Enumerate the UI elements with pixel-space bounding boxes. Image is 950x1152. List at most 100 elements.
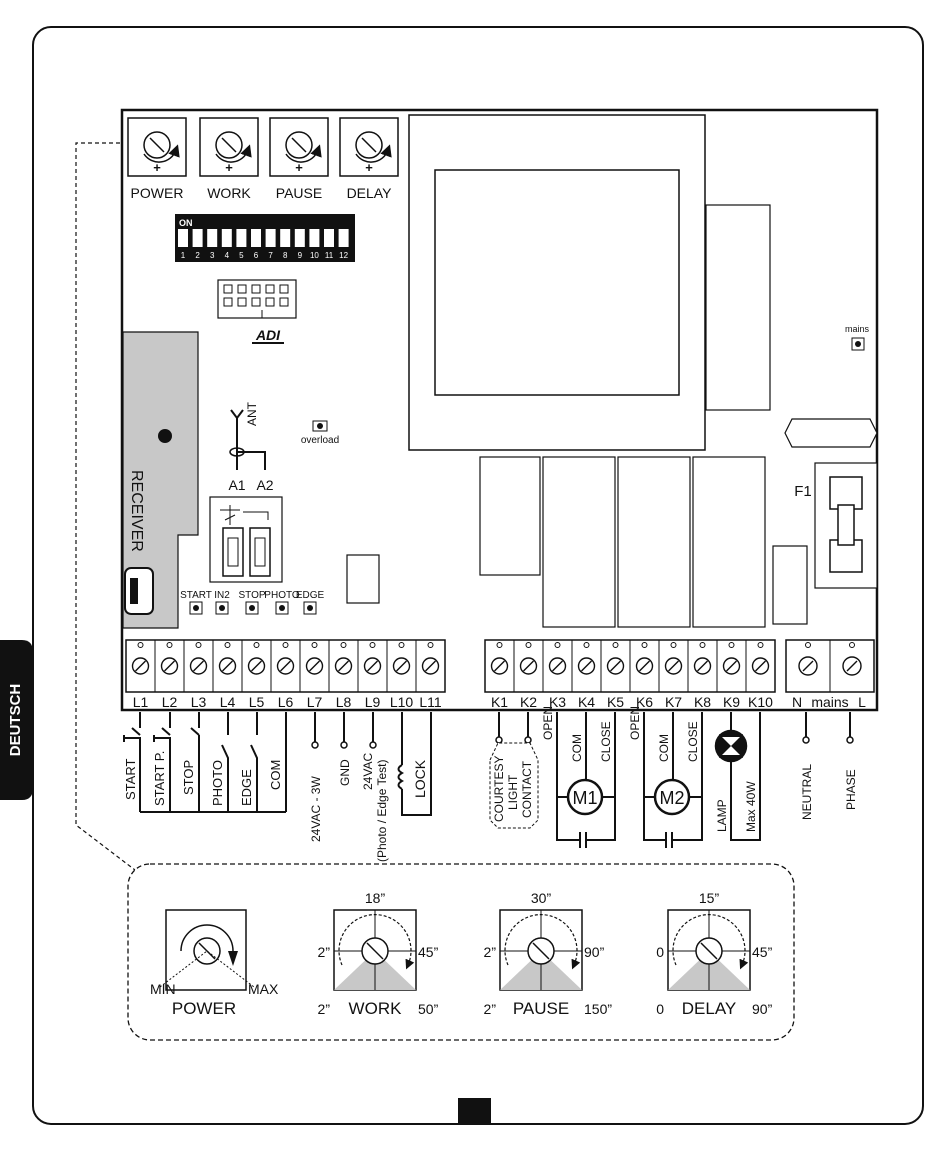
trimmer-power[interactable]: + POWER <box>127 117 187 201</box>
wire-photo: PHOTO <box>210 760 225 806</box>
dip-number: 6 <box>254 251 259 260</box>
dial-min-value: 2” <box>484 1001 497 1017</box>
trimmer-row: + POWER + WORK + PAUSE + DELAY <box>127 117 399 201</box>
courtesy-light-contact: COURTESY LIGHT CONTACT <box>489 712 539 829</box>
terminal-label: K2 <box>520 694 537 710</box>
power-min: MIN <box>150 981 176 997</box>
dial-top-value: 30” <box>531 890 552 906</box>
terminal-label: L9 <box>365 694 381 710</box>
wire-gnd: GND <box>338 759 352 786</box>
terminal-label: K5 <box>607 694 624 710</box>
dip-number: 11 <box>325 251 334 260</box>
dial-label: DELAY <box>682 999 737 1018</box>
relay <box>692 456 766 628</box>
motor-m2-wiring <box>643 712 703 848</box>
dip-key[interactable] <box>280 229 291 247</box>
legend-pause: 30”2”90”2”150”PAUSE <box>484 890 613 1018</box>
dip-key[interactable] <box>207 229 218 247</box>
fuse-holder: F1 <box>794 462 878 589</box>
transformer-core <box>434 169 680 396</box>
fuse-label: F1 <box>794 483 812 500</box>
led-label: EDGE <box>296 590 325 601</box>
terminal-label: L4 <box>220 694 236 710</box>
m2-com: COM <box>657 734 671 762</box>
page-marker <box>458 1098 491 1124</box>
legend-power: MIN MAX POWER <box>150 909 279 1018</box>
svg-text:+: + <box>365 160 373 175</box>
m2-open: OPEN <box>628 706 642 740</box>
relay <box>617 456 691 628</box>
dip-key[interactable] <box>178 229 188 247</box>
dip-key[interactable] <box>265 229 276 247</box>
relay <box>542 456 616 628</box>
trimmer-delay[interactable]: + DELAY <box>339 117 399 201</box>
language-tab: DEUTSCH <box>0 640 33 800</box>
dial-min-value: 0 <box>656 1001 664 1017</box>
dial-right-value: 45” <box>752 944 773 960</box>
trimmer-label: DELAY <box>347 185 393 201</box>
dial-top-value: 18” <box>365 890 386 906</box>
wire-lock: LOCK <box>412 759 428 798</box>
terminal-label: K10 <box>748 694 773 710</box>
dip-key[interactable] <box>192 229 203 247</box>
trimmer-label: WORK <box>207 185 251 201</box>
relay-small <box>772 545 808 625</box>
dial-left-value: 2” <box>484 944 497 960</box>
wire-l9: 24VAC <box>361 753 375 790</box>
adi-pin <box>223 284 233 294</box>
motor-m2: M2 <box>659 788 684 808</box>
dip-number: 2 <box>195 251 200 260</box>
relay <box>479 456 541 576</box>
dip-key[interactable] <box>236 229 247 247</box>
courtesy-text: CONTACT <box>520 760 534 818</box>
dip-key[interactable] <box>251 229 261 247</box>
wire-start: START <box>123 759 138 800</box>
terminal-label: L <box>858 694 866 710</box>
dial-max-value: 90” <box>752 1001 773 1017</box>
adi-pin <box>237 284 247 294</box>
trimmer-work[interactable]: + WORK <box>199 117 259 201</box>
lamp-wiring <box>714 712 761 841</box>
trimmer-legend <box>127 863 795 1041</box>
motor-m1-wiring <box>556 712 616 848</box>
adi-pin <box>265 297 275 307</box>
led-label: IN2 <box>214 590 230 601</box>
dial-left-value: 0 <box>656 944 664 960</box>
dip-number: 12 <box>339 251 348 260</box>
dip-key[interactable] <box>324 229 334 247</box>
trimmer-label: POWER <box>131 185 184 201</box>
dip-key[interactable] <box>338 229 349 247</box>
wire-edge: EDGE <box>239 769 254 806</box>
courtesy-text: LIGHT <box>506 774 520 810</box>
adi-pin <box>251 297 261 307</box>
dip-number: 3 <box>210 251 215 260</box>
m1-com: COM <box>570 734 584 762</box>
m2-close: CLOSE <box>686 721 700 762</box>
dip-number: 8 <box>283 251 288 260</box>
terminal-label: L7 <box>307 694 323 710</box>
dip-key[interactable] <box>294 229 305 247</box>
led-label: START <box>180 590 212 601</box>
dial-label: PAUSE <box>513 999 569 1018</box>
terminal-label: K8 <box>694 694 711 710</box>
dip-number: 10 <box>310 251 319 260</box>
dip-key[interactable] <box>309 229 320 247</box>
terminal-label: K1 <box>491 694 508 710</box>
dial-min-value: 2” <box>318 1001 331 1017</box>
trimmer-label: PAUSE <box>276 185 322 201</box>
dip-key[interactable] <box>221 229 232 247</box>
neutral-label: NEUTRAL <box>800 764 814 820</box>
trimmer-pause[interactable]: + PAUSE <box>269 117 329 201</box>
dial-max-value: 50” <box>418 1001 439 1017</box>
adi-pin <box>265 284 275 294</box>
courtesy-text: COURTESY <box>492 756 506 822</box>
dip-number: 5 <box>239 251 244 260</box>
receiver-module: RECEIVER <box>122 331 199 629</box>
svg-text:+: + <box>295 160 303 175</box>
terminal-label: L1 <box>133 694 149 710</box>
ant-label: ANT <box>245 401 259 426</box>
motor-labels: OPEN COM CLOSE OPEN COM CLOSE <box>541 706 700 762</box>
